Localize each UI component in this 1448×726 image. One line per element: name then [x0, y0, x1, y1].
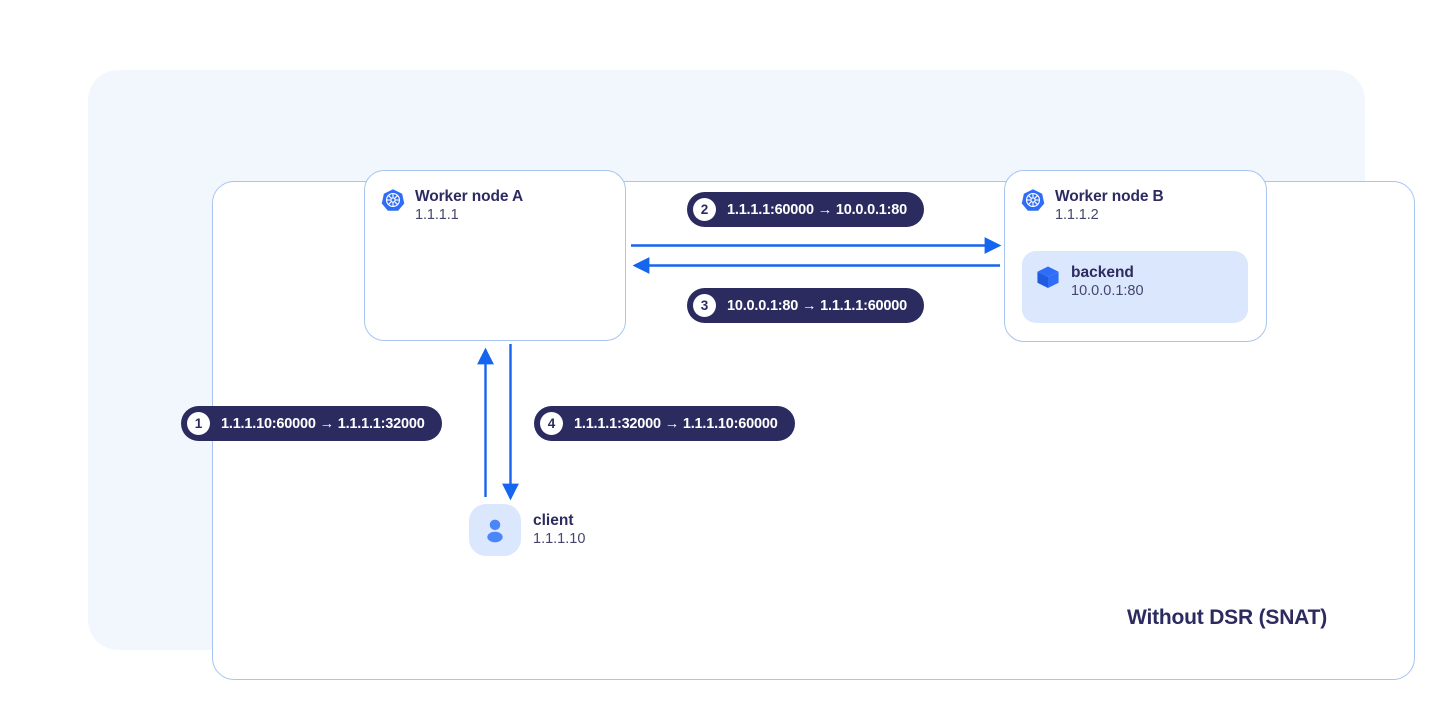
flow-badge-4-number: 4: [540, 412, 563, 435]
kubernetes-icon: [381, 189, 405, 211]
worker-node-b-ip: 1.1.1.2: [1055, 207, 1099, 223]
client-ip: 1.1.1.10: [533, 531, 586, 547]
worker-node-a-title: Worker node A: [415, 188, 524, 205]
flow-badge-1-label: 1.1.1.10:60000 → 1.1.1.1:32000: [221, 415, 425, 432]
backend-pod-name: backend: [1071, 264, 1134, 281]
flow-badge-3-label: 10.0.0.1:80 → 1.1.1.1:60000: [727, 297, 908, 314]
flow-badge-3[interactable]: 3 10.0.0.1:80 → 1.1.1.1:60000: [687, 288, 925, 323]
backend-pod-content: backend 10.0.0.1:80: [1035, 263, 1144, 301]
user-icon: [487, 519, 503, 543]
flow-badge-1-number: 1: [187, 412, 210, 435]
flow-badge-2-number: 2: [693, 198, 716, 221]
client-node[interactable]: client 1.1.1.10: [469, 504, 585, 556]
diagram-title: Without DSR (SNAT): [1127, 606, 1327, 629]
diagram-outer-panel: [88, 70, 1415, 680]
flow-badge-1[interactable]: 1 1.1.1.10:60000 → 1.1.1.1:32000: [181, 406, 442, 441]
flow-badge-3-number: 3: [693, 294, 716, 317]
flow-badge-4-label: 1.1.1.1:32000 → 1.1.1.10:60000: [574, 415, 778, 432]
worker-node-b-header: Worker node B 1.1.1.2: [1021, 187, 1164, 225]
backend-pod-address: 10.0.0.1:80: [1071, 283, 1144, 299]
worker-node-a[interactable]: Worker node A 1.1.1.1: [364, 170, 626, 341]
client-title: client: [533, 512, 574, 529]
pod-cube-icon: [1037, 266, 1059, 288]
flow-badge-4[interactable]: 4 1.1.1.1:32000 → 1.1.1.10:60000: [534, 406, 795, 441]
backend-pod[interactable]: backend 10.0.0.1:80: [1022, 251, 1248, 323]
flow-badge-2-label: 1.1.1.1:60000 → 10.0.0.1:80: [727, 201, 908, 218]
worker-node-a-ip: 1.1.1.1: [415, 207, 459, 223]
flow-badge-2[interactable]: 2 1.1.1.1:60000 → 10.0.0.1:80: [687, 192, 925, 227]
kubernetes-icon: [1021, 189, 1045, 211]
worker-node-a-header: Worker node A 1.1.1.1: [381, 187, 523, 225]
worker-node-b[interactable]: Worker node B 1.1.1.2 backend 10.0.0.1:8…: [1004, 170, 1267, 342]
worker-node-b-title: Worker node B: [1055, 188, 1164, 205]
client-icon-background: [469, 504, 521, 556]
